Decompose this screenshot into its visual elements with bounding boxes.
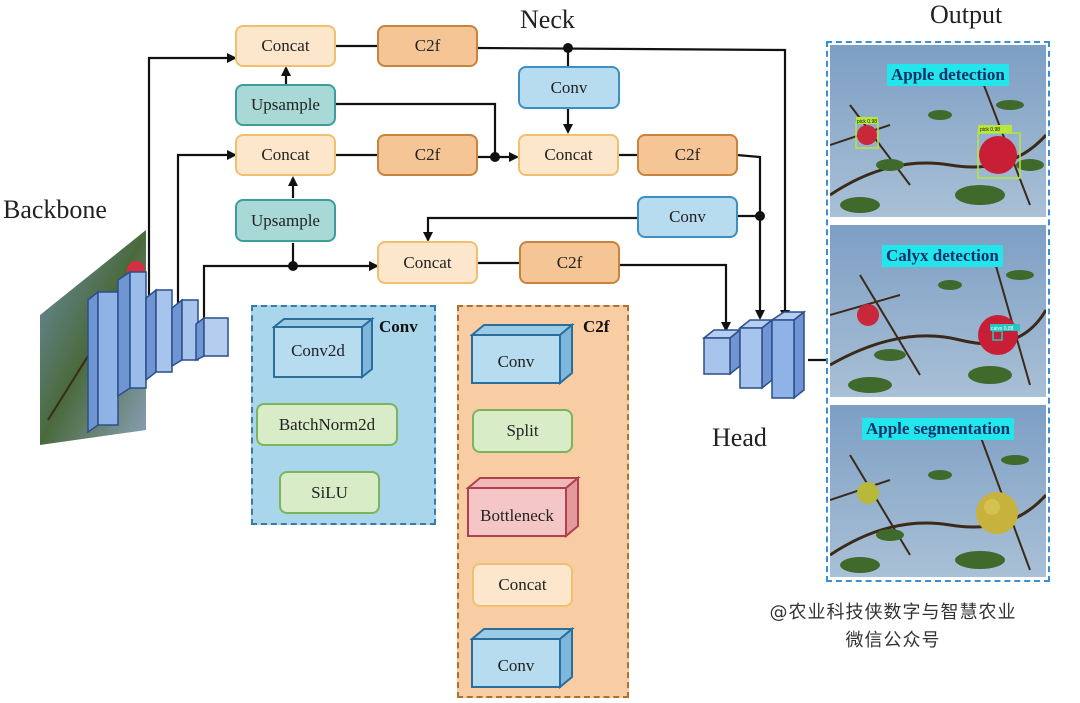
backbone-stack — [40, 230, 229, 445]
output-apple-segmentation: Apple segmentation — [830, 405, 1046, 577]
upsample-2: Upsample — [235, 199, 336, 242]
split-block: Split — [472, 409, 573, 453]
backbone-title: Backbone — [3, 195, 107, 224]
bottleneck-cube — [466, 476, 581, 539]
apple-segmentation-label: Apple segmentation — [862, 418, 1015, 440]
conv-right-low: Conv — [637, 196, 738, 238]
head-stack — [701, 310, 807, 400]
box-label-2: pick 0.98 — [980, 127, 1000, 133]
cube-block-icon — [701, 310, 807, 400]
c2f-conv-top-label: Conv — [497, 352, 535, 371]
bottleneck-label: Bottleneck — [480, 506, 554, 525]
conv2d-cube — [272, 317, 375, 380]
output-frame — [826, 41, 1050, 582]
output-calyx-detection: calyx 0.88 Calyx detection — [830, 225, 1046, 397]
calyx-box-label: calyx 0.88 — [991, 326, 1014, 332]
c2f-concat-block: Concat — [472, 563, 573, 607]
conv-panel-title: Conv — [379, 317, 418, 336]
calyx-detection-label: Calyx detection — [882, 245, 1003, 267]
c2f-right: C2f — [637, 134, 738, 176]
conv2d-label: Conv2d — [291, 341, 345, 360]
output-title: Output — [930, 0, 1003, 29]
concat-right: Concat — [518, 134, 619, 176]
cube-block-icon — [87, 270, 229, 434]
concat-top: Concat — [235, 25, 336, 67]
concat-mid: Concat — [235, 134, 336, 176]
upsample-1: Upsample — [235, 84, 336, 126]
junction-dot-icon — [288, 43, 765, 271]
c2f-conv-bottom-label: Conv — [497, 656, 535, 675]
box-label-1: pick 0.98 — [857, 119, 877, 125]
c2f-mid: C2f — [377, 134, 478, 176]
c2f-conv-bottom-cube — [470, 627, 575, 690]
watermark-line-1: @农业科技侠数字与智慧农业 — [769, 602, 1017, 623]
silu-block: SiLU — [279, 471, 380, 514]
output-apple-detection: pick 0.98 pick 0.98 Apple detection — [830, 45, 1046, 217]
conv-right-top: Conv — [518, 66, 620, 109]
c2f-panel-title: C2f — [583, 317, 610, 336]
c2f-top: C2f — [377, 25, 478, 67]
c2f-low: C2f — [519, 241, 620, 284]
concat-low: Concat — [377, 241, 478, 284]
c2f-conv-top-cube — [470, 323, 575, 386]
neck-title: Neck — [520, 5, 575, 34]
watermark-line-2: 微信公众号 — [845, 630, 941, 651]
head-title: Head — [712, 423, 767, 452]
apple-detection-label: Apple detection — [887, 64, 1009, 86]
batchnorm2d-block: BatchNorm2d — [256, 403, 398, 446]
